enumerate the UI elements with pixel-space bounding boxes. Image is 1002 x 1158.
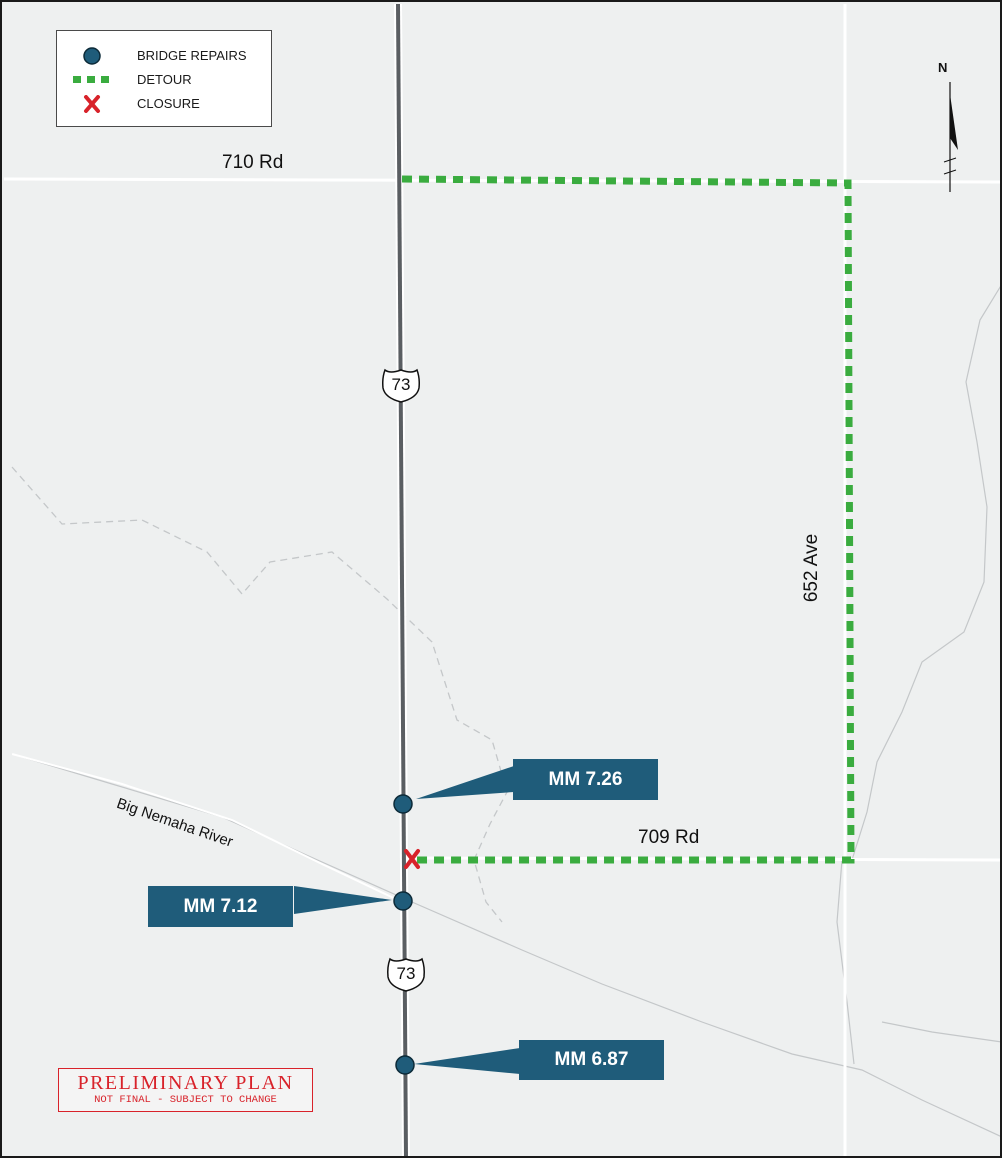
stamp-title: PRELIMINARY PLAN (77, 1072, 294, 1094)
detour-dashes-icon (73, 76, 109, 83)
legend-item-detour: DETOUR (57, 69, 271, 89)
us73-shield-icon (382, 368, 420, 403)
legend-label: CLOSURE (137, 96, 200, 111)
mile-marker-label[interactable]: MM 7.12 (148, 886, 293, 927)
road-label-709: 709 Rd (638, 827, 700, 848)
dashed-boundary (11, 466, 508, 923)
legend-item-closure: CLOSURE (57, 93, 271, 113)
closure-x-icon[interactable] (404, 849, 420, 869)
preliminary-plan-stamp: PRELIMINARY PLAN NOT FINAL - SUBJECT TO … (58, 1068, 313, 1112)
boundary-line (836, 859, 855, 1065)
boundary-line (851, 286, 1000, 861)
road-label-710: 710 Rd (222, 152, 284, 173)
us73-shield-icon (387, 957, 425, 992)
big-nemaha-river-line (11, 753, 403, 903)
boundary-line (881, 1021, 1000, 1043)
callout-pointer (294, 886, 392, 914)
bridge-repair-marker[interactable] (393, 891, 413, 911)
stamp-subtitle: NOT FINAL - SUBJECT TO CHANGE (94, 1094, 277, 1106)
closure-x-icon (84, 95, 100, 113)
bridge-repair-dot-icon (83, 47, 101, 65)
callout-pointer (414, 1048, 520, 1074)
legend-item-bridge-repairs: BRIDGE REPAIRS (57, 45, 271, 65)
north-arrow-icon (943, 82, 958, 192)
us73-shield-label: 73 (396, 964, 416, 983)
legend-label: BRIDGE REPAIRS (137, 48, 247, 63)
map-legend: BRIDGE REPAIRS DETOUR CLOSURE (56, 30, 272, 127)
detour-route (401, 175, 855, 864)
north-label: N (938, 60, 948, 75)
mile-marker-label[interactable]: MM 7.26 (513, 759, 658, 800)
mile-marker-label[interactable]: MM 6.87 (519, 1040, 664, 1080)
bridge-repair-marker[interactable] (395, 1055, 415, 1075)
road-710-line (3, 177, 1000, 184)
legend-label: DETOUR (137, 72, 192, 87)
road-label-652: 652 Ave (801, 533, 822, 603)
us73-shield-label: 73 (391, 375, 411, 394)
bridge-repair-marker[interactable] (393, 794, 413, 814)
callout-pointer (416, 766, 514, 799)
